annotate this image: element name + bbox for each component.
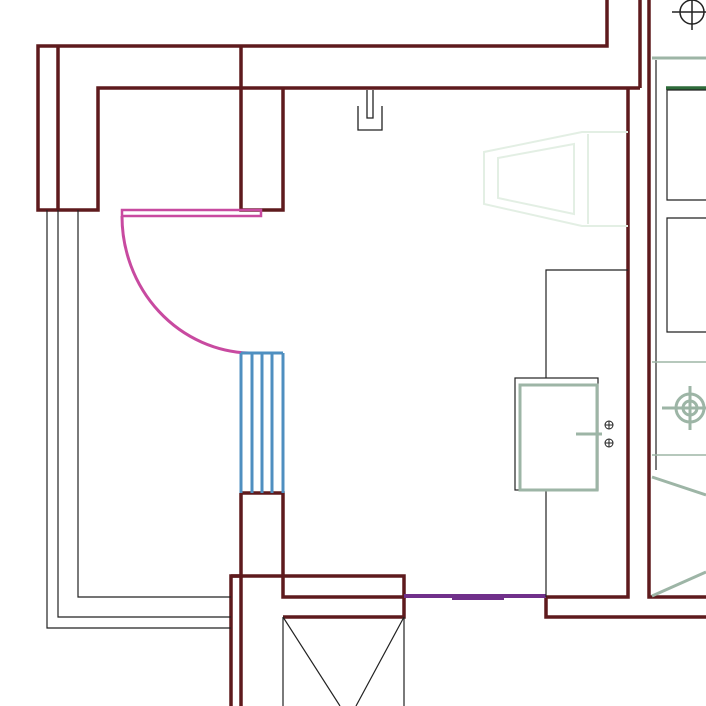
adjacent-room-toilet-outline — [651, 475, 706, 598]
right-wall — [546, 88, 630, 599]
opening-threshold — [404, 594, 546, 600]
window — [239, 351, 285, 493]
lower-cabinet-outline — [282, 617, 405, 706]
adjacent-room-wall — [647, 0, 706, 599]
lower-jamb — [231, 491, 406, 599]
adjacent-cabinet-lower — [666, 217, 706, 333]
door — [120, 208, 263, 355]
walls — [36, 0, 706, 706]
counter — [545, 269, 628, 597]
service-line-middle — [57, 210, 231, 618]
door-leaf — [120, 208, 263, 218]
fixture-crosshair-icon — [662, 386, 706, 430]
outlet-crosshair-icon — [672, 0, 706, 30]
sink-basin — [518, 383, 599, 492]
door-jamb-top — [239, 46, 285, 212]
faint-fixture-outer — [483, 131, 628, 227]
lower-cabinet-cross — [282, 616, 405, 706]
faucet-icon — [604, 420, 614, 448]
service-line-outer — [46, 210, 231, 629]
adjacent-room-right — [647, 0, 706, 599]
counter-outline — [545, 269, 628, 597]
adjacent-cabinet-upper — [666, 89, 706, 201]
wall-light-icon — [357, 90, 383, 131]
door-swing-arc — [120, 215, 250, 355]
top-wall-outer — [36, 0, 640, 212]
sink — [514, 377, 614, 492]
left-service-lines — [46, 210, 231, 629]
faint-fixture-inner — [497, 142, 575, 216]
window-glazing-lines — [239, 351, 285, 493]
adjacent-room-counter — [652, 361, 706, 456]
lower-cabinet — [282, 616, 405, 706]
service-line-inner — [77, 210, 231, 598]
right-wall-bottom — [544, 597, 706, 619]
faint-fixture — [483, 131, 628, 227]
